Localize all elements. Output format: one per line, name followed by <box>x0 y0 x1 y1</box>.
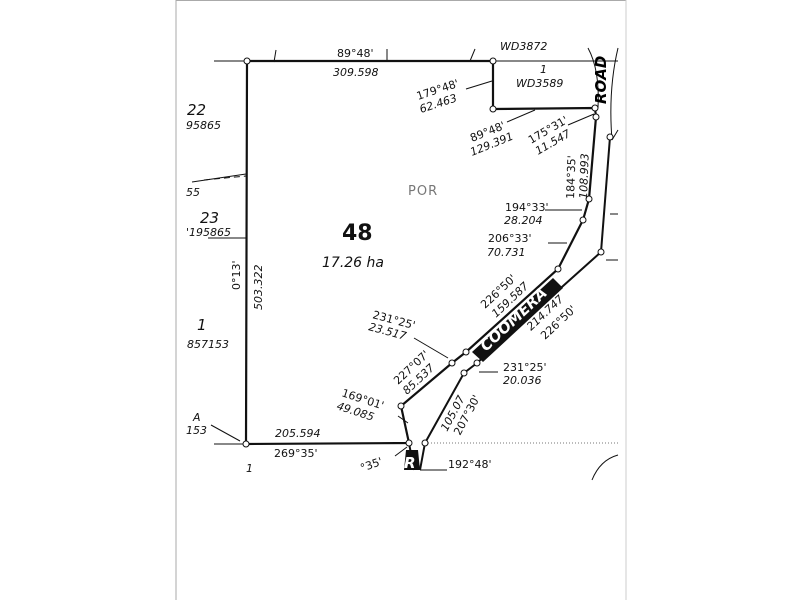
adjacent-wd-top: WD3872 <box>500 40 547 53</box>
adjacent-lotA-plan: 153 <box>186 424 207 437</box>
adjacent-lot22-plan: 95865 <box>186 119 221 132</box>
b5-distance: 28.204 <box>504 214 543 227</box>
leader-lines <box>210 80 595 471</box>
lot-por: POR <box>408 184 438 199</box>
survey-marks <box>242 57 614 448</box>
road-r2-bearing: 231°25' <box>503 361 547 374</box>
adjacent-lot1w-number: 1 <box>197 316 207 334</box>
adjacent-lot1-plan: WD3589 <box>516 77 563 90</box>
adjacent-lot1-number: 1 <box>540 63 547 76</box>
adjacent-lot1w-plan: 857153 <box>187 338 229 351</box>
adjacent-lot23-number: 23 <box>200 209 219 227</box>
road-boundary <box>419 136 611 471</box>
road-fragment: R <box>404 454 416 472</box>
west-bearing: 0°13' <box>230 260 243 290</box>
lot-number: 48 <box>342 221 373 246</box>
adjacent-lot1s-number: 1 <box>246 462 253 475</box>
b4-distance: 108.993 <box>577 153 592 199</box>
road-r4-bearing: 192°48' <box>448 458 492 471</box>
b4-bearing: 184°35' <box>564 155 579 199</box>
road-name-banner <box>472 278 563 362</box>
north-distance: 309.598 <box>333 66 379 79</box>
road-r2-distance: 20.036 <box>503 374 542 387</box>
b5-bearing: 194°33' <box>505 201 549 214</box>
adjacent-lot22-number: 22 <box>187 101 206 119</box>
lot-48-boundary <box>244 59 598 446</box>
b6-bearing: 206°33' <box>488 232 532 245</box>
south-distance: 205.594 <box>275 427 321 440</box>
south-bearing: 269°35' <box>274 447 318 460</box>
road-partial-bearing: °35' <box>359 455 385 475</box>
road-fragment-banner <box>404 450 420 470</box>
b6-distance: 70.731 <box>487 246 526 259</box>
adjoining-lines <box>191 47 619 481</box>
west-distance: 503.322 <box>252 265 265 311</box>
lot-area: 17.26 ha <box>322 255 384 271</box>
adjacent-lotA-number: A <box>192 411 201 424</box>
north-bearing: 89°48' <box>337 47 374 60</box>
adjacent-lot23-plan: '195865 <box>186 226 231 239</box>
road-name-right: ROAD <box>592 56 610 104</box>
adjacent-frag55: 55 <box>186 186 200 199</box>
